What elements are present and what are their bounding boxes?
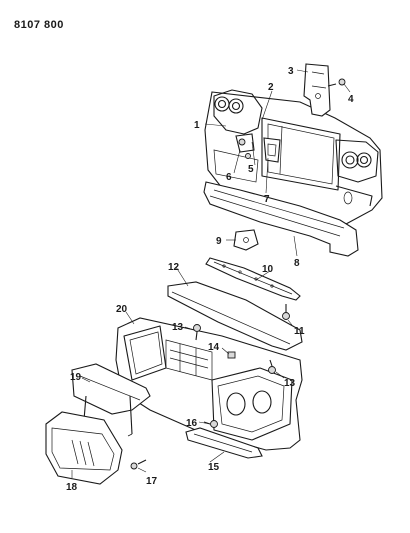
callout-7: 7 bbox=[264, 194, 270, 205]
callout-13-upper: 13 bbox=[172, 322, 184, 333]
callout-6: 6 bbox=[226, 172, 232, 183]
leader-lines bbox=[71, 69, 351, 478]
lower-valance-strip bbox=[185, 427, 263, 459]
screw-13-upper-icon bbox=[193, 324, 201, 341]
callout-11: 11 bbox=[294, 326, 305, 337]
callout-15: 15 bbox=[208, 462, 220, 473]
lower-crossmember bbox=[203, 181, 359, 257]
callout-19: 19 bbox=[70, 372, 82, 383]
screw-4-icon bbox=[327, 78, 346, 87]
callout-12: 12 bbox=[168, 262, 180, 273]
screw-16-icon bbox=[203, 420, 218, 428]
callouts: 1 2 3 4 5 6 7 8 9 10 11 12 13 13 14 15 1… bbox=[66, 66, 354, 493]
clip-11-icon bbox=[282, 304, 290, 320]
callout-13-lower: 13 bbox=[284, 378, 296, 389]
hood-latch-assembly bbox=[235, 133, 281, 163]
nut-14-icon bbox=[227, 351, 236, 359]
callout-16: 16 bbox=[186, 418, 198, 429]
callout-8: 8 bbox=[294, 258, 300, 269]
callout-10: 10 bbox=[262, 264, 274, 275]
callout-4: 4 bbox=[348, 94, 354, 105]
callout-17: 17 bbox=[146, 476, 158, 487]
screw-13-lower-icon bbox=[268, 359, 276, 374]
callout-2: 2 bbox=[268, 82, 274, 93]
headlamp-bezel bbox=[71, 363, 151, 437]
callout-9: 9 bbox=[216, 236, 222, 247]
header-seal bbox=[205, 257, 301, 301]
callout-18: 18 bbox=[66, 482, 78, 493]
callout-3: 3 bbox=[288, 66, 294, 77]
callout-5: 5 bbox=[248, 164, 254, 175]
lamp-lens bbox=[45, 411, 123, 485]
callout-1: 1 bbox=[194, 120, 200, 131]
screw-17-icon bbox=[130, 459, 147, 470]
hood-latch-bracket bbox=[303, 63, 331, 117]
callout-14: 14 bbox=[208, 342, 220, 353]
header-panel bbox=[167, 281, 303, 351]
crossmember-bracket bbox=[233, 229, 259, 251]
callout-20: 20 bbox=[116, 304, 128, 315]
drawing-number: 8107 800 bbox=[14, 19, 64, 31]
